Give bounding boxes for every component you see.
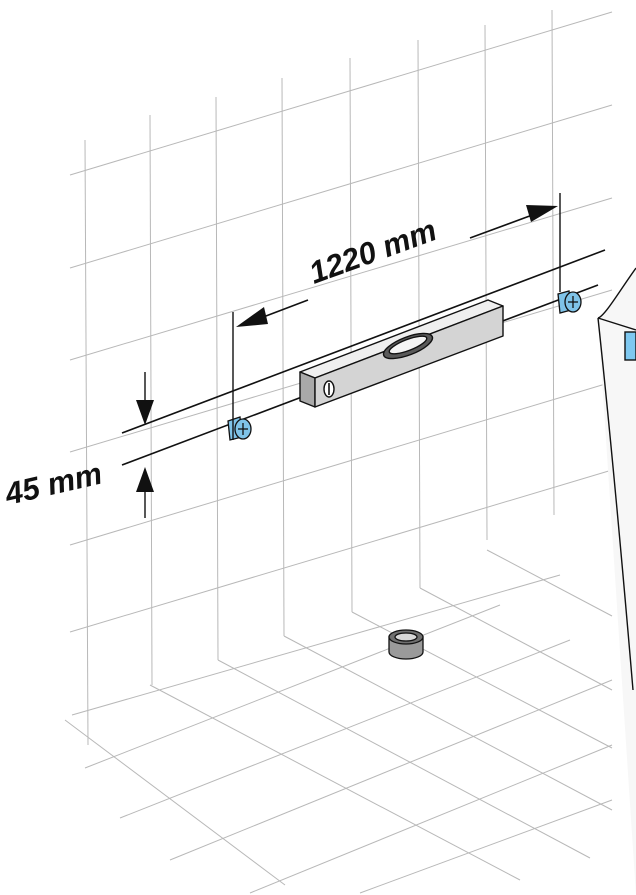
wall-screw-icon [557,290,582,314]
height-dimension [136,372,154,518]
height-label: 45 mm [1,456,106,512]
wall-screw-icon [227,416,252,441]
cabinet-outline [597,267,636,895]
cabinet-blue-panel [624,331,636,361]
right-wall-screw [557,290,582,314]
spirit-level-icon [299,299,504,408]
width-dimension-line-right [469,213,536,239]
down-arrowhead [136,400,154,425]
width-dimension-line-left [257,299,309,320]
width-label: 1220 mm [304,212,441,290]
floor-tile-grid [64,549,613,894]
right-arrowhead [526,205,558,222]
left-arrowhead [236,307,268,327]
upper-reference-line [121,249,606,434]
floor-drain-pipe-icon [388,629,424,660]
up-arrowhead [136,467,154,492]
width-dimension [232,193,561,440]
wall-tile-grid [69,9,613,746]
left-wall-screw [227,416,252,441]
